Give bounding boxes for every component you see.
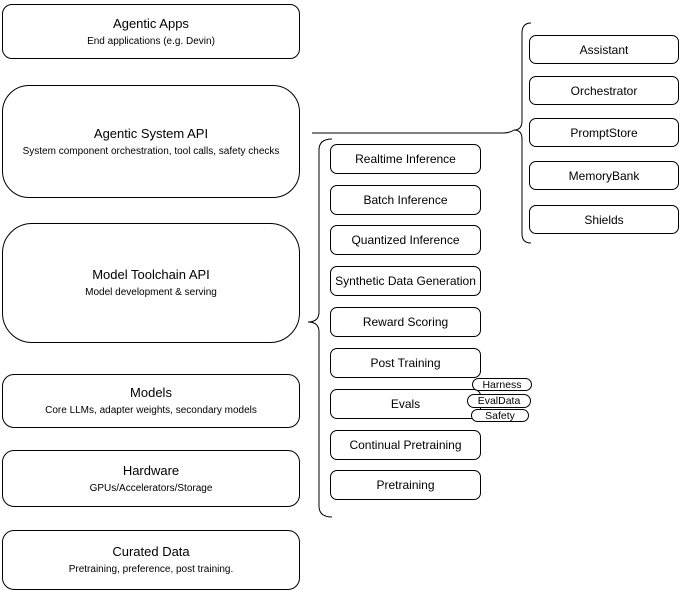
node-shields: Shields bbox=[529, 205, 679, 234]
node-subtitle: End applications (e.g. Devin) bbox=[87, 35, 215, 47]
node-continual-pretraining: Continual Pretraining bbox=[330, 430, 481, 460]
tag-evaldata: EvalData bbox=[467, 394, 531, 408]
node-hardware: Hardware GPUs/Accelerators/Storage bbox=[2, 450, 300, 507]
node-evals: Evals bbox=[330, 389, 481, 419]
node-subtitle: Core LLMs, adapter weights, secondary mo… bbox=[45, 405, 257, 416]
toolchain-group-brace bbox=[307, 138, 333, 518]
node-orchestrator: Orchestrator bbox=[529, 76, 679, 105]
node-curated-data: Curated Data Pretraining, preference, po… bbox=[2, 530, 300, 590]
node-subtitle: System component orchestration, tool cal… bbox=[22, 145, 280, 157]
node-title: Curated Data bbox=[112, 544, 190, 559]
node-agentic-system-api: Agentic System API System component orch… bbox=[2, 85, 300, 198]
node-subtitle: Pretraining, preference, post training. bbox=[68, 564, 234, 575]
tag-harness: Harness bbox=[472, 378, 532, 391]
node-memorybank: MemoryBank bbox=[529, 161, 679, 190]
node-post-training: Post Training bbox=[330, 348, 481, 378]
node-subtitle: GPUs/Accelerators/Storage bbox=[89, 482, 213, 494]
node-agentic-apps: Agentic Apps End applications (e.g. Devi… bbox=[2, 4, 300, 59]
node-title: Hardware bbox=[122, 462, 180, 478]
node-assistant: Assistant bbox=[529, 35, 679, 64]
node-title: Agentic Apps bbox=[113, 15, 189, 31]
node-realtime-inference: Realtime Inference bbox=[330, 144, 481, 174]
tag-safety: Safety bbox=[471, 409, 529, 422]
system-group-connector-line bbox=[312, 129, 515, 134]
node-synthetic-data-generation: Synthetic Data Generation bbox=[330, 266, 481, 296]
node-title: Model Toolchain API bbox=[92, 267, 210, 282]
node-quantized-inference: Quantized Inference bbox=[330, 225, 481, 255]
node-models: Models Core LLMs, adapter weights, secon… bbox=[2, 374, 300, 428]
node-title: Models bbox=[130, 385, 172, 400]
node-promptstore: PromptStore bbox=[529, 118, 679, 147]
node-reward-scoring: Reward Scoring bbox=[330, 307, 481, 337]
node-pretraining: Pretraining bbox=[330, 470, 481, 500]
node-subtitle: Model development & serving bbox=[85, 287, 217, 298]
node-model-toolchain-api: Model Toolchain API Model development & … bbox=[2, 223, 300, 343]
node-batch-inference: Batch Inference bbox=[330, 185, 481, 215]
node-title: Agentic System API bbox=[93, 125, 209, 141]
